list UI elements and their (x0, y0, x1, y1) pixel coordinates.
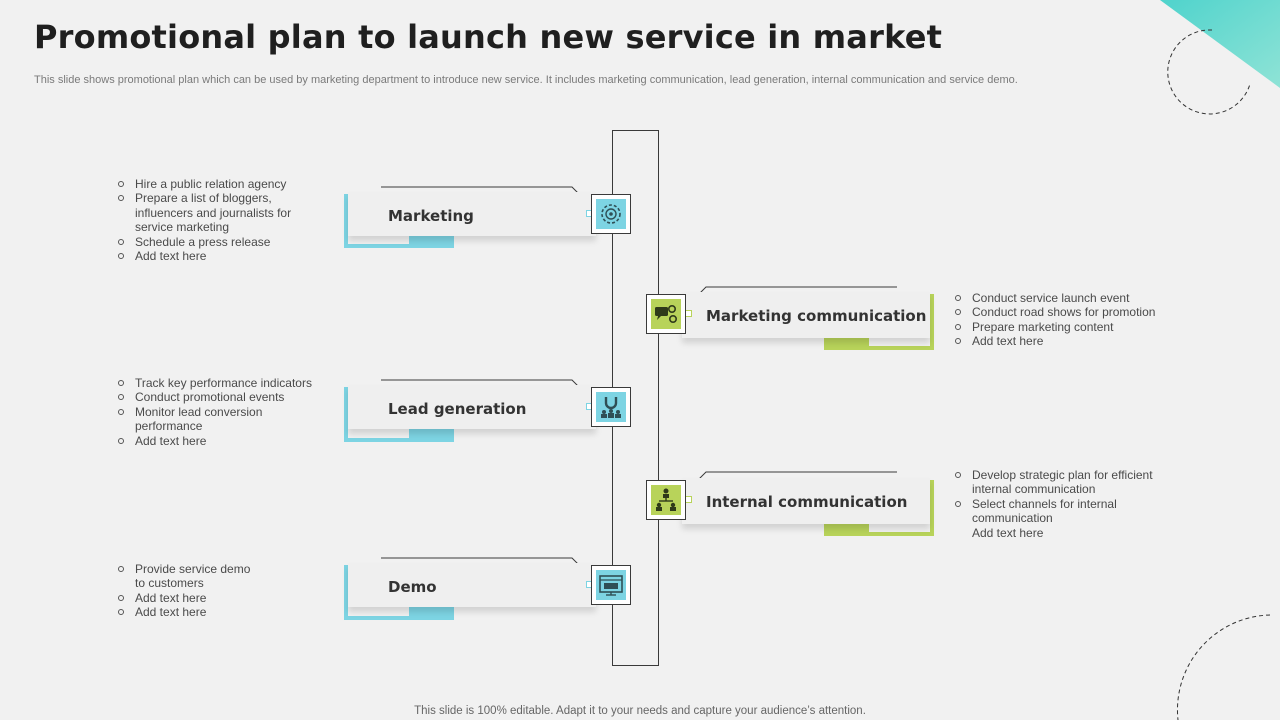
stage-card (348, 563, 596, 607)
accent-bar-horizontal (344, 616, 454, 620)
accent-tab (409, 428, 454, 438)
accent-bar-vertical (344, 387, 348, 442)
stage-card (682, 292, 930, 338)
bullet-item: Add text here (117, 434, 337, 448)
accent-bar-vertical (930, 294, 934, 350)
bullet-item: Provide service demo to customers (117, 562, 260, 591)
leader-line (698, 286, 897, 295)
accent-tab (409, 235, 454, 245)
bullet-item: Track key performance indicators (117, 376, 337, 390)
accent-bar-vertical (344, 194, 348, 248)
stage-card (348, 192, 596, 236)
stage-label: Internal communication (706, 493, 908, 511)
bullet-item: Conduct road shows for promotion (954, 305, 1174, 319)
stage-icon-box (591, 565, 631, 605)
bullet-item: Develop strategic plan for efficient int… (954, 468, 1174, 497)
stage-bullets: Conduct service launch event Conduct roa… (954, 291, 1174, 349)
accent-bar-vertical (344, 565, 348, 620)
bullet-item: Monitor lead conversion performance (117, 405, 275, 434)
bullet-item: Add text here (972, 525, 1044, 540)
team-hierarchy-icon (656, 488, 676, 511)
bullet-item: Conduct service launch event (954, 291, 1174, 305)
bullet-item: Prepare marketing content (954, 320, 1174, 334)
accent-tab (824, 522, 869, 532)
leader-line (381, 557, 580, 566)
stage-label: Lead generation (388, 400, 527, 418)
bullet-item: Conduct promotional events (117, 390, 337, 404)
page-subtitle: This slide shows promotional plan which … (34, 74, 1018, 86)
stage-label: Marketing communication (706, 307, 927, 325)
connector-dot (685, 310, 692, 317)
stage-bullets: Hire a public relation agency Prepare a … (117, 177, 317, 263)
stage-label: Demo (388, 578, 437, 596)
accent-tab (824, 336, 869, 346)
corner-triangle (1160, 0, 1280, 88)
accent-bar-horizontal (824, 532, 934, 536)
accent-tab (409, 606, 454, 616)
stage-bullets: Track key performance indicators Conduct… (117, 376, 337, 448)
stage-card (348, 385, 596, 429)
page-title: Promotional plan to launch new service i… (34, 18, 943, 56)
stage-card (682, 478, 930, 524)
stage-icon-box (591, 194, 631, 234)
chat-gear-icon (655, 305, 677, 323)
bullet-item: Prepare a list of bloggers, influencers … (117, 191, 317, 234)
bullet-item: Schedule a press release (117, 235, 317, 249)
leader-line (381, 186, 580, 195)
accent-bar-horizontal (344, 244, 454, 248)
stage-label: Marketing (388, 207, 474, 225)
magnet-people-icon (601, 397, 621, 418)
bullet-item: Select channels for internal communicati… (954, 497, 1122, 526)
demo-screen-icon (599, 575, 623, 596)
accent-bar-horizontal (824, 346, 934, 350)
stage-icon-box (646, 480, 686, 520)
accent-bar-vertical (930, 480, 934, 536)
leader-line (381, 379, 580, 388)
dashed-arc-bottom (1176, 614, 1271, 720)
dashed-arc-top (1167, 29, 1251, 115)
stage-icon-box (591, 387, 631, 427)
footer-note: This slide is 100% editable. Adapt it to… (414, 705, 866, 717)
bullet-item: Add text here (954, 334, 1174, 348)
bullet-item: Hire a public relation agency (117, 177, 317, 191)
target-gear-icon (601, 204, 621, 224)
connector-dot (685, 496, 692, 503)
bullet-item: Add text here (117, 591, 317, 605)
stage-bullets: Provide service demo to customers Add te… (117, 562, 317, 620)
accent-bar-horizontal (344, 438, 454, 442)
leader-line (698, 471, 897, 480)
bullet-item: Add text here (117, 249, 317, 263)
stage-icon-box (646, 294, 686, 334)
bullet-item: Add text here (117, 605, 317, 619)
stage-bullets: Develop strategic plan for efficient int… (954, 468, 1174, 540)
